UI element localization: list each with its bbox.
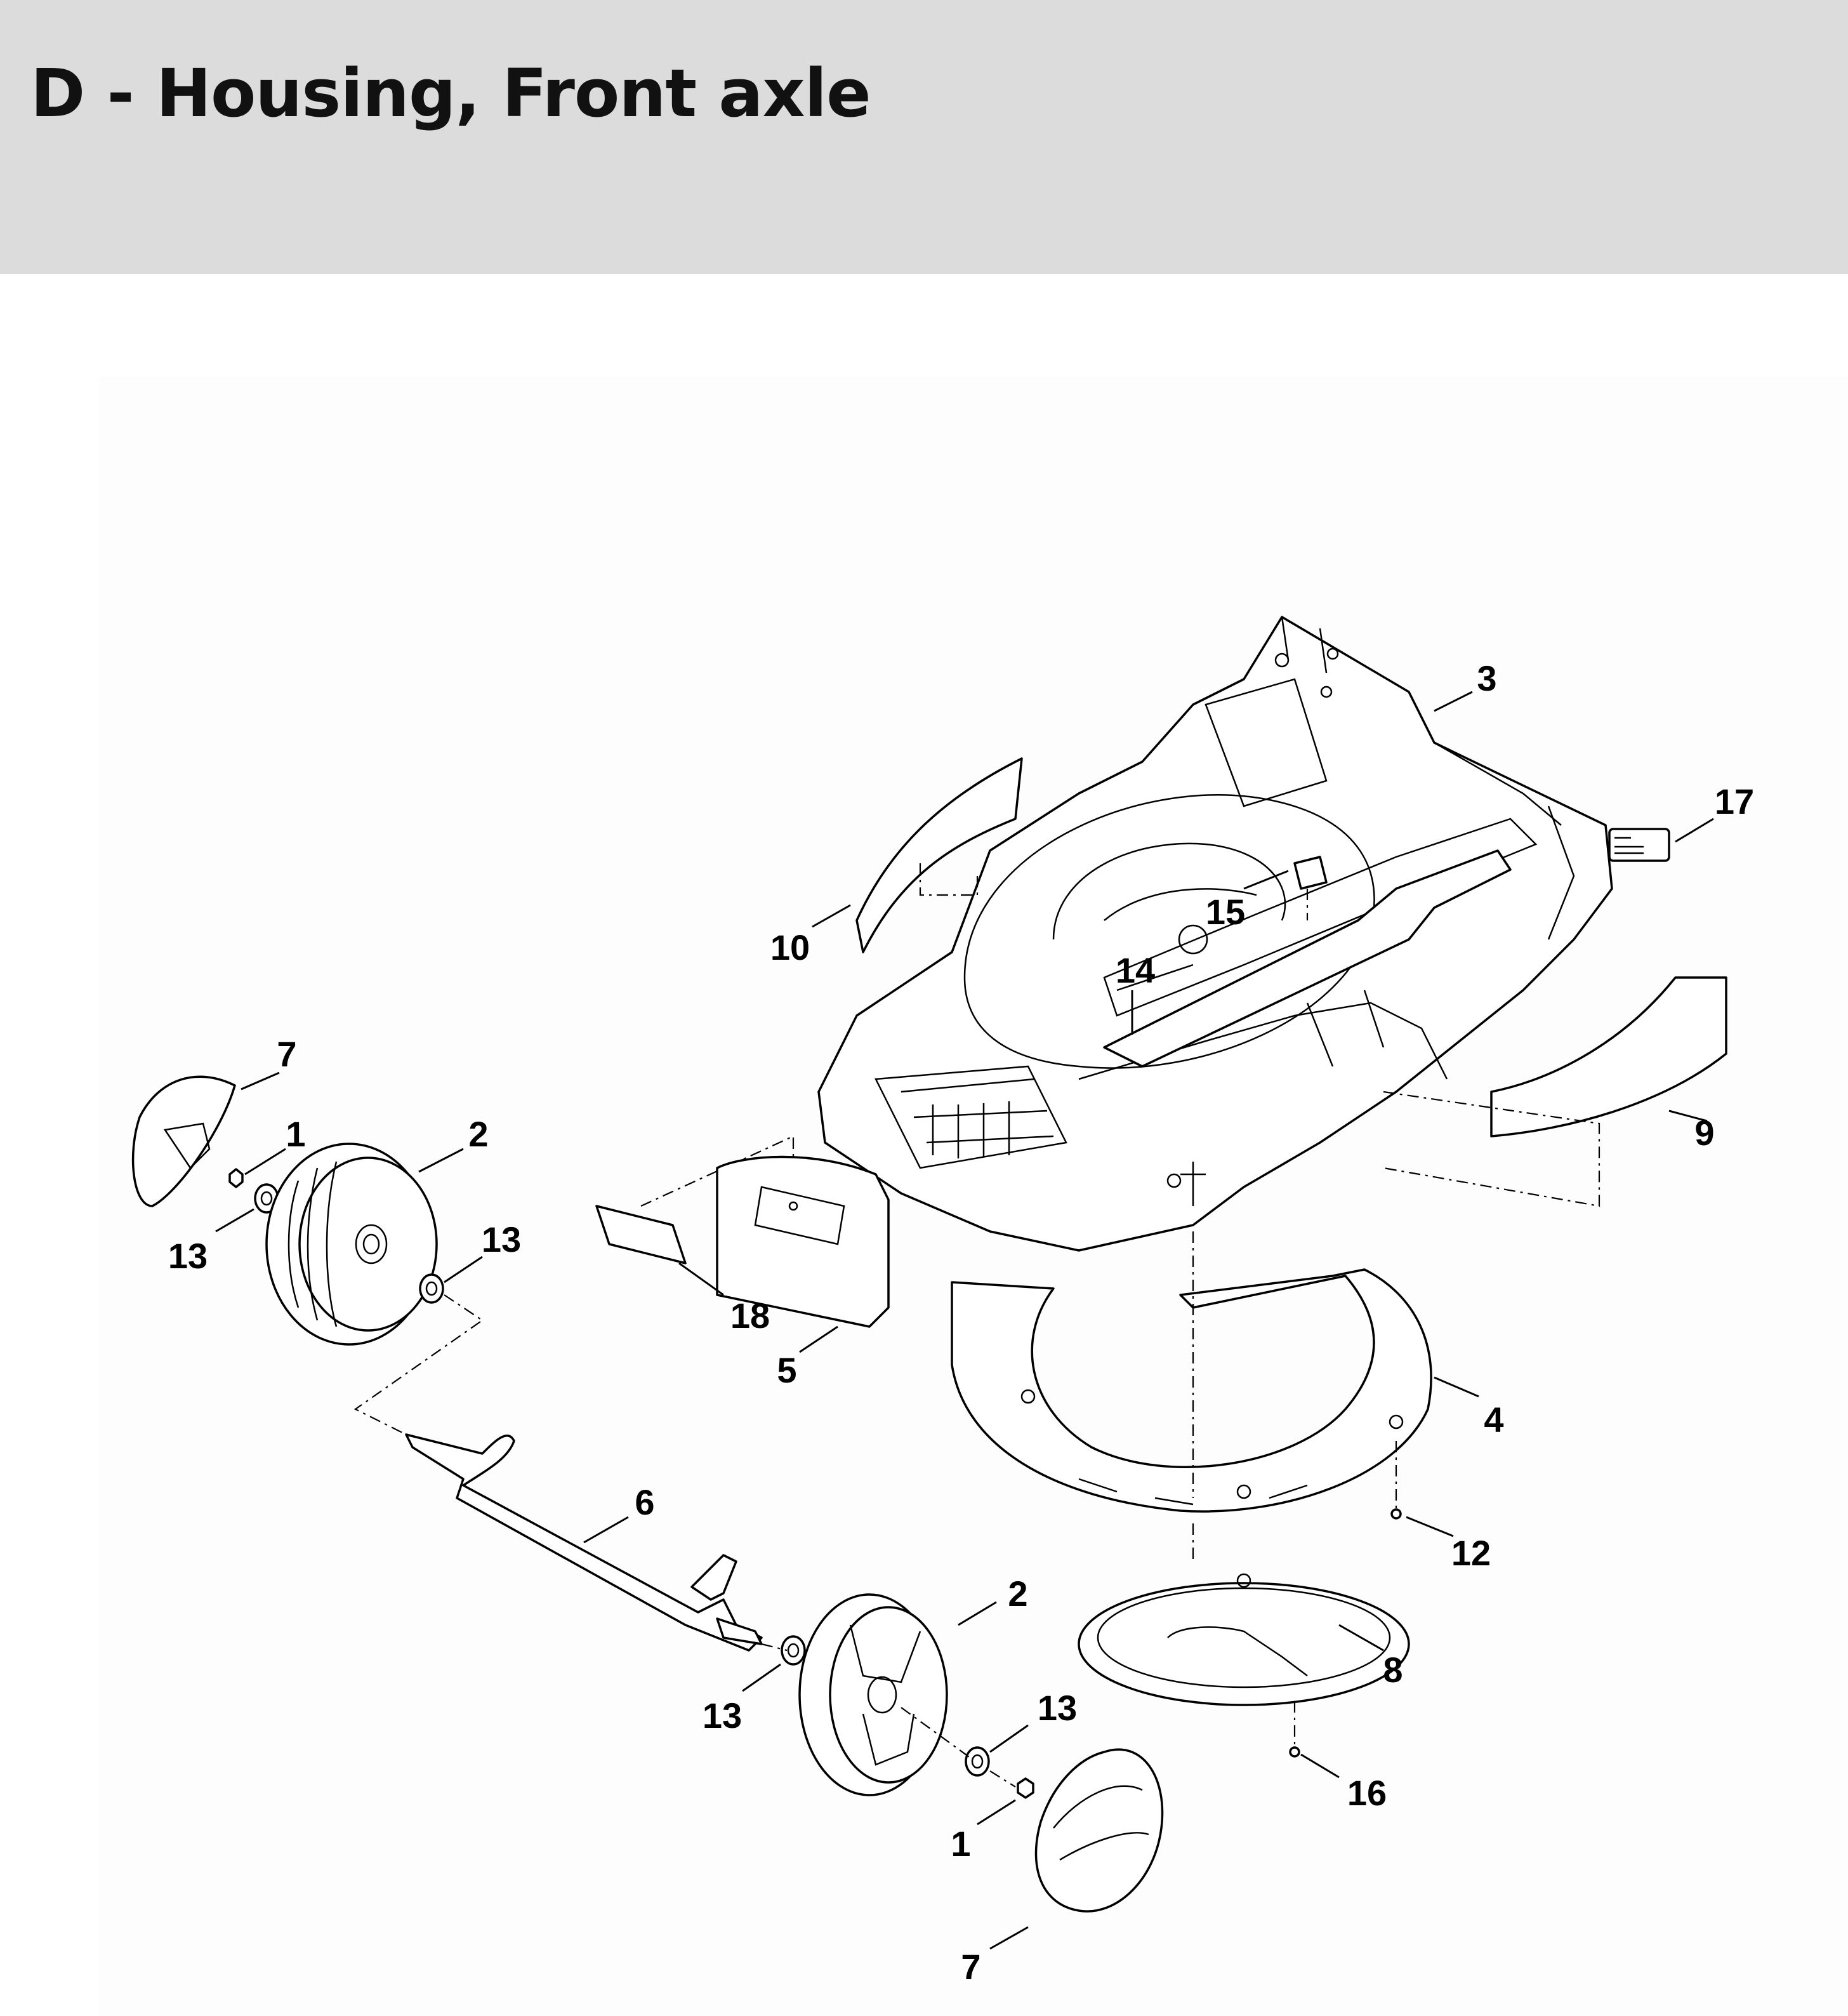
callout-15: 15 xyxy=(1206,892,1245,932)
callout-7-upper: 7 xyxy=(277,1034,296,1074)
callout-2-lower: 2 xyxy=(1008,1574,1027,1614)
nut-part-1-left xyxy=(228,1168,244,1188)
side-flap-part-10 xyxy=(855,757,1023,953)
leader-15 xyxy=(1243,870,1289,890)
nut-part-1-lower xyxy=(1017,1777,1034,1799)
hubcap-part-7-lower xyxy=(1034,1748,1164,1913)
leader-1b xyxy=(977,1799,1016,1826)
leader-17 xyxy=(1675,818,1714,843)
callout-9: 9 xyxy=(1694,1113,1714,1153)
bearing-part-13d xyxy=(965,1746,990,1777)
callout-4: 4 xyxy=(1484,1400,1503,1440)
callout-18: 18 xyxy=(730,1296,770,1336)
clip-part-15 xyxy=(1293,856,1328,920)
callout-1-lower: 1 xyxy=(951,1824,970,1864)
callout-13-upper-left: 13 xyxy=(168,1236,208,1276)
wheel-part-2-upper xyxy=(265,1143,438,1346)
leader-1a xyxy=(244,1148,286,1176)
leader-3 xyxy=(1434,691,1473,712)
disc-part-8 xyxy=(1078,1573,1410,1706)
callout-12: 12 xyxy=(1451,1533,1491,1573)
callout-14: 14 xyxy=(1116,950,1155,990)
callout-17: 17 xyxy=(1715,781,1754,821)
callout-7-lower: 7 xyxy=(961,1947,980,1987)
callout-2-upper: 2 xyxy=(468,1114,488,1154)
leader-2a xyxy=(418,1148,464,1173)
housing-deck-part xyxy=(817,616,1613,1252)
leader-16 xyxy=(1300,1753,1340,1779)
leader-5 xyxy=(799,1325,838,1353)
bearing-part-13b xyxy=(419,1273,444,1304)
callout-3: 3 xyxy=(1477,658,1496,698)
leader-13d xyxy=(989,1724,1029,1753)
screw-part-16 xyxy=(1289,1701,1300,1758)
axis-dash-lower xyxy=(761,1643,1016,1787)
callout-10: 10 xyxy=(770,927,810,967)
label-part-17 xyxy=(1608,828,1670,862)
leader-9 xyxy=(1668,1110,1708,1122)
callout-13-lower-right: 13 xyxy=(1038,1688,1077,1728)
callout-5: 5 xyxy=(777,1350,796,1390)
leader-7a xyxy=(241,1071,280,1091)
axis-dash-upper xyxy=(353,1294,484,1435)
screw-part-12 xyxy=(1390,1441,1402,1520)
hubcap-part-7-left xyxy=(131,1075,236,1207)
leader-7b xyxy=(989,1926,1029,1950)
rear-cover-part-9 xyxy=(1383,976,1727,1207)
header-bar: D - Housing, Front axle xyxy=(0,0,1848,274)
leader-6 xyxy=(583,1516,629,1544)
leader-13a xyxy=(215,1208,254,1233)
leader-4 xyxy=(1434,1376,1479,1398)
callout-1-upper: 1 xyxy=(286,1114,305,1154)
leader-2b xyxy=(958,1601,997,1626)
sticker-part-18 xyxy=(595,1135,795,1264)
cover-part-5 xyxy=(716,1155,890,1328)
callout-13-upper-right: 13 xyxy=(482,1219,521,1259)
callout-6: 6 xyxy=(635,1482,654,1522)
leader-18 xyxy=(678,1262,724,1296)
axle-part-6 xyxy=(405,1433,763,1652)
page-title: D - Housing, Front axle xyxy=(30,55,871,132)
callout-8: 8 xyxy=(1383,1650,1402,1690)
callout-16: 16 xyxy=(1347,1773,1387,1813)
baffle-part-4 xyxy=(951,1231,1432,1562)
leader-13b xyxy=(444,1256,483,1283)
leader-13c xyxy=(742,1663,781,1692)
wheel-part-2-lower xyxy=(798,1593,948,1796)
leader-12 xyxy=(1406,1516,1454,1537)
leader-10 xyxy=(812,904,851,928)
bracket-part-14 xyxy=(1103,849,1512,1068)
callout-13-lower-left: 13 xyxy=(703,1695,742,1735)
leader-8 xyxy=(1338,1624,1384,1652)
bearing-part-13c xyxy=(781,1635,806,1666)
